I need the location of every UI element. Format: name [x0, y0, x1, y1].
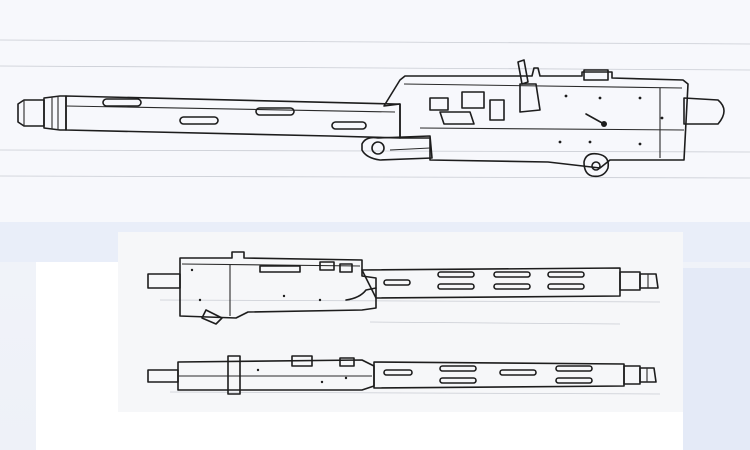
buffer-top-view — [148, 370, 178, 382]
gun-side-view-small-left — [148, 252, 658, 324]
grip-large — [362, 136, 432, 160]
receiver-large — [384, 60, 688, 168]
receiver-top-view — [178, 356, 374, 394]
buffer-tube-large — [684, 98, 724, 124]
muzzle-small — [620, 272, 658, 290]
gun-side-view-large — [18, 60, 724, 176]
gun-top-view-small — [148, 356, 656, 394]
right-tint-patch — [683, 268, 750, 450]
trigger-ring-large — [584, 154, 608, 177]
muzzle-top-view — [624, 366, 656, 384]
barrel-jacket-top-view — [374, 362, 624, 388]
buffer-small — [148, 274, 180, 288]
muzzle-large — [18, 96, 66, 130]
barrel-jacket-large — [66, 96, 400, 138]
top-panel-background — [0, 0, 750, 222]
barrel-jacket-small — [362, 268, 620, 298]
bottom-white-patch — [36, 412, 696, 450]
receiver-small — [180, 252, 376, 324]
scan-artifacts — [0, 40, 750, 394]
